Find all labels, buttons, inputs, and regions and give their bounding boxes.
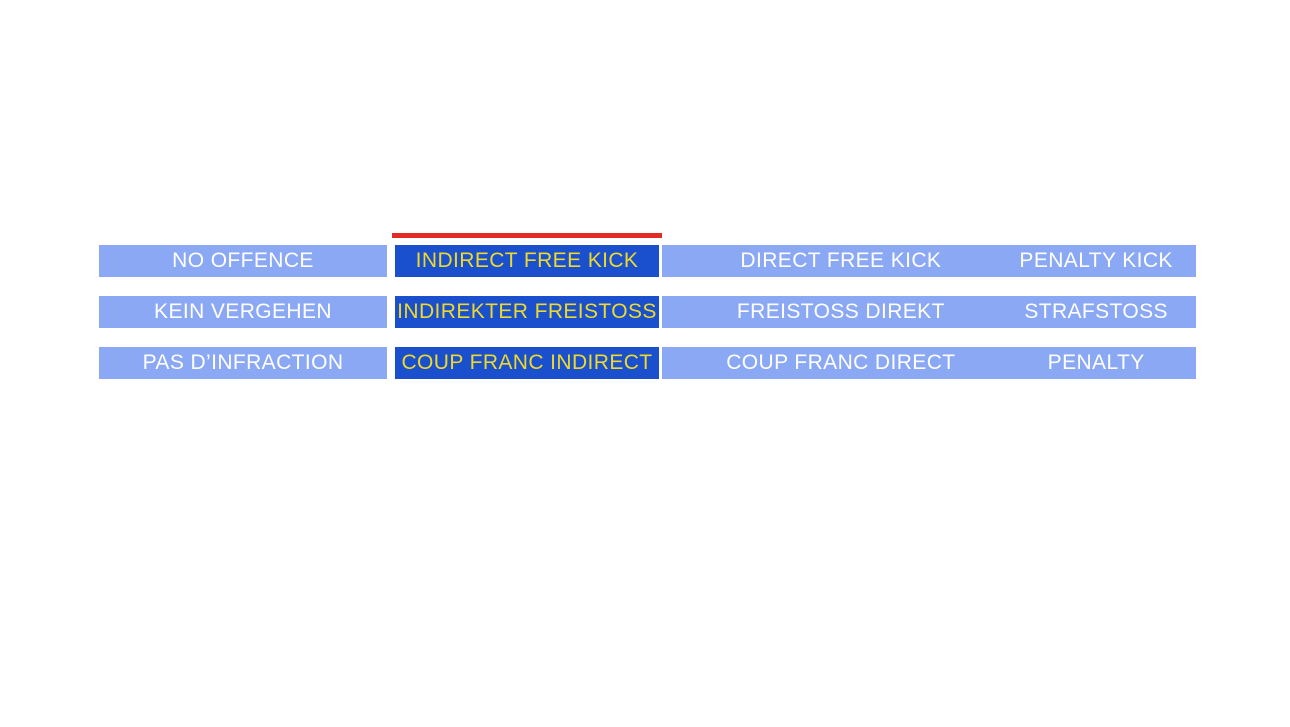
option-penalty-kick[interactable]: PENALTY KICK xyxy=(1019,249,1173,272)
option-coup-franc-direct[interactable]: COUP FRANC DIRECT xyxy=(726,351,956,374)
option-indirect-free-kick-selected[interactable]: INDIRECT FREE KICK xyxy=(395,245,659,277)
option-group-direct-penalty-french: COUP FRANC DIRECT PENALTY xyxy=(662,347,1196,379)
option-group-direct-penalty-german: FREISTOSS DIREKT STRAFSTOSS xyxy=(662,296,1196,328)
option-kein-vergehen[interactable]: KEIN VERGEHEN xyxy=(99,296,387,328)
option-direct-free-kick[interactable]: DIRECT FREE KICK xyxy=(740,249,942,272)
option-freistoss-direkt[interactable]: FREISTOSS DIREKT xyxy=(736,300,945,323)
option-group-direct-penalty-english: DIRECT FREE KICK PENALTY KICK xyxy=(662,245,1196,277)
option-strafstoss[interactable]: STRAFSTOSS xyxy=(1024,300,1168,323)
selected-answer-indicator-bar xyxy=(392,233,662,238)
option-penalty[interactable]: PENALTY xyxy=(1047,351,1145,374)
option-indirekter-freistoss-selected[interactable]: INDIREKTER FREISTOSS xyxy=(395,296,659,328)
option-coup-franc-indirect-selected[interactable]: COUP FRANC INDIRECT xyxy=(395,347,659,379)
option-no-offence[interactable]: NO OFFENCE xyxy=(99,245,387,277)
option-pas-d-infraction[interactable]: PAS D’INFRACTION xyxy=(99,347,387,379)
